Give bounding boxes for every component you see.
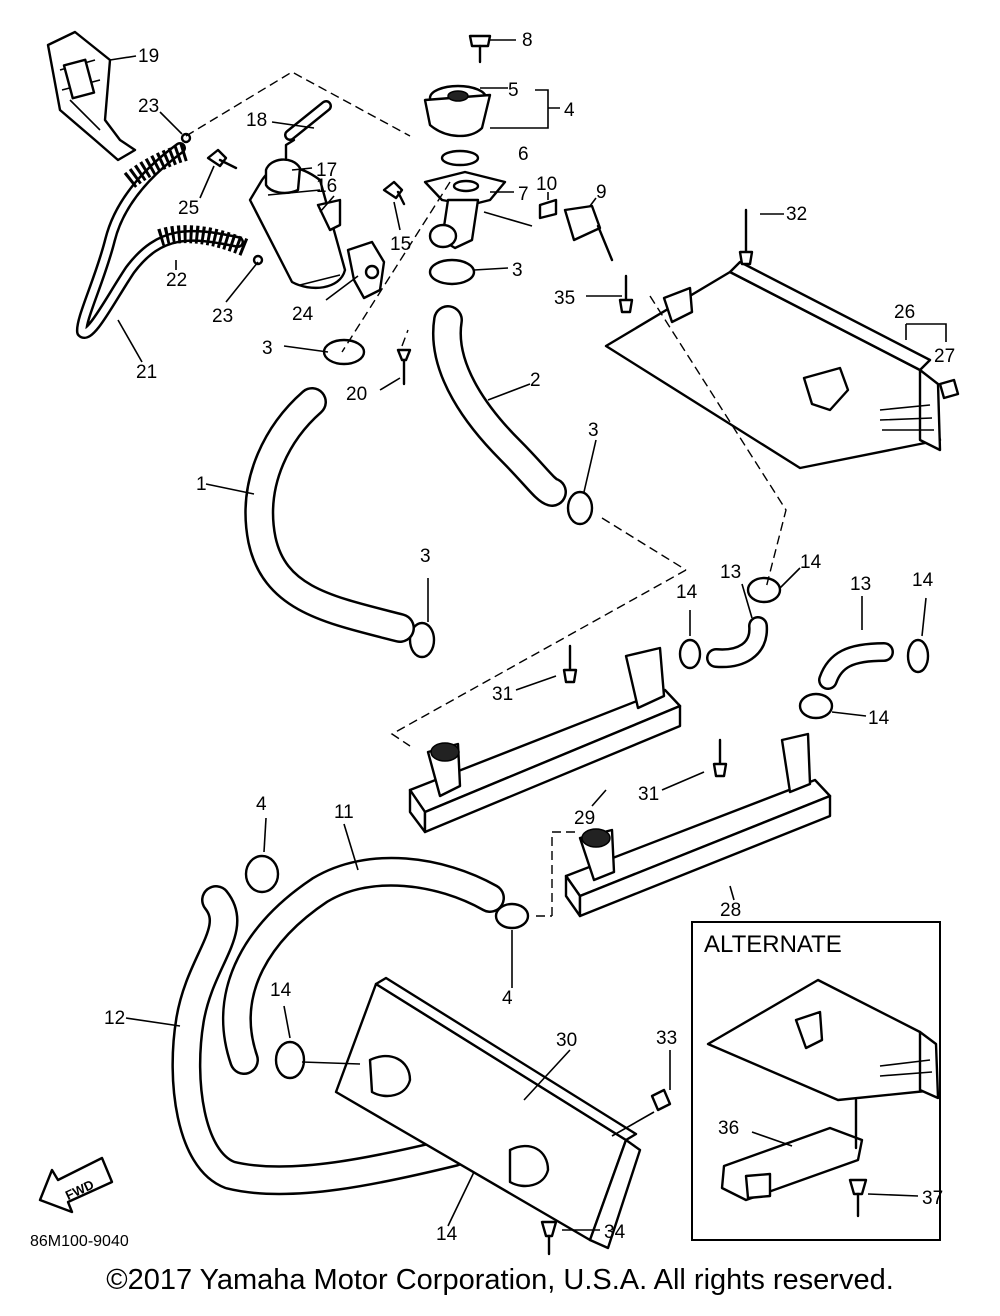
hose-clamp-part-4 bbox=[244, 854, 530, 930]
small-clip-part-23 bbox=[180, 132, 264, 266]
label-4-left: 4 bbox=[256, 794, 267, 815]
label-4-bottom: 4 bbox=[502, 988, 513, 1009]
bolt-part-15 bbox=[382, 180, 406, 206]
label-17: 17 bbox=[316, 160, 337, 181]
label-33: 33 bbox=[656, 1028, 677, 1049]
label-3-left: 3 bbox=[262, 338, 273, 359]
label-14-right: 14 bbox=[912, 570, 934, 591]
thermostat-cap-part-5 bbox=[423, 84, 492, 138]
label-21: 21 bbox=[136, 362, 157, 383]
label-30: 30 bbox=[556, 1030, 577, 1051]
temperature-sensor-part-9 bbox=[563, 204, 614, 262]
label-23-mid: 23 bbox=[212, 306, 233, 327]
label-4-top: 4 bbox=[564, 100, 575, 121]
rivet-part-20 bbox=[396, 348, 412, 386]
rivet-part-32 bbox=[738, 208, 754, 266]
cooler-plate-part-30 bbox=[334, 976, 642, 1250]
label-14-top: 14 bbox=[800, 552, 822, 573]
label-8: 8 bbox=[522, 30, 533, 51]
rivet-part-34 bbox=[540, 1220, 558, 1256]
coolant-hose-part-2 bbox=[431, 305, 567, 507]
label-3-mid: 3 bbox=[588, 420, 599, 441]
fwd-arrow-icon: FWD bbox=[38, 1156, 114, 1214]
thermostat-housing-part-7 bbox=[423, 170, 507, 250]
label-18: 18 bbox=[246, 110, 267, 131]
label-14-mid: 14 bbox=[868, 708, 890, 729]
label-36: 36 bbox=[718, 1118, 739, 1139]
bolt-part-33 bbox=[650, 1088, 672, 1112]
label-23-top: 23 bbox=[138, 96, 159, 117]
label-31-left: 31 bbox=[492, 684, 513, 705]
clamp-bracket-part-24 bbox=[346, 240, 386, 300]
copyright-notice: ©2017 Yamaha Motor Corporation, U.S.A. A… bbox=[106, 1264, 894, 1296]
hose-part-18 bbox=[284, 100, 332, 141]
label-31-right: 31 bbox=[638, 784, 659, 805]
bolt-part-8 bbox=[468, 34, 492, 64]
alternate-title: ALTERNATE bbox=[704, 931, 842, 958]
hose-clamp-part-14 bbox=[274, 576, 930, 1172]
label-22: 22 bbox=[166, 270, 187, 291]
label-14-bottom: 14 bbox=[436, 1224, 458, 1245]
label-27: 27 bbox=[934, 346, 955, 367]
o-ring-part-6 bbox=[440, 149, 480, 167]
bracket-plate-part-19 bbox=[46, 30, 137, 162]
label-14-lower: 14 bbox=[270, 980, 292, 1001]
label-13-left: 13 bbox=[720, 562, 741, 583]
label-11: 11 bbox=[334, 802, 354, 823]
label-7: 7 bbox=[518, 184, 529, 205]
label-5: 5 bbox=[508, 80, 519, 101]
reservoir-cap-part-17 bbox=[264, 138, 302, 195]
label-37: 37 bbox=[922, 1188, 943, 1209]
cooler-plate-part-26 bbox=[604, 260, 942, 470]
label-25: 25 bbox=[178, 198, 199, 219]
label-9: 9 bbox=[596, 182, 607, 203]
label-10: 10 bbox=[536, 174, 557, 195]
coolant-hose-part-1 bbox=[244, 387, 415, 643]
leader-lines bbox=[109, 39, 947, 1231]
label-19: 19 bbox=[138, 46, 159, 67]
label-14-left: 14 bbox=[676, 582, 698, 603]
connection-guide-lines bbox=[185, 71, 787, 917]
label-1: 1 bbox=[196, 474, 207, 495]
label-15: 15 bbox=[390, 234, 411, 255]
overflow-tube-part-21 bbox=[75, 142, 244, 340]
reservoir-tank-part-16 bbox=[248, 165, 347, 289]
label-20: 20 bbox=[346, 384, 367, 405]
label-32: 32 bbox=[786, 204, 807, 225]
label-28: 28 bbox=[720, 900, 741, 921]
bolt-part-27 bbox=[938, 378, 960, 400]
label-16: 16 bbox=[316, 176, 337, 197]
label-13-right: 13 bbox=[850, 574, 871, 595]
rivet-part-35 bbox=[618, 274, 634, 314]
alternate-box: ALTERNATE 36 37 bbox=[691, 921, 943, 1241]
label-26: 26 bbox=[894, 302, 915, 323]
breather-tube-part-22 bbox=[157, 225, 250, 257]
label-34: 34 bbox=[604, 1222, 626, 1243]
coolant-hose-part-12 bbox=[171, 885, 469, 1196]
label-35: 35 bbox=[554, 288, 575, 309]
diagram-code: 86M100-9040 bbox=[30, 1233, 129, 1250]
cooler-plate-part-28 bbox=[564, 732, 832, 918]
cooler-plate-part-29 bbox=[408, 646, 682, 834]
label-3-top: 3 bbox=[512, 260, 523, 281]
label-3-lower: 3 bbox=[420, 546, 431, 567]
callout-labels: 19 23 18 17 16 25 15 22 23 24 21 20 3 8 … bbox=[30, 30, 955, 1250]
label-24: 24 bbox=[292, 304, 314, 325]
coolant-hose-part-11 bbox=[221, 856, 505, 1075]
label-2: 2 bbox=[530, 370, 541, 391]
label-12: 12 bbox=[104, 1008, 125, 1029]
elbow-hose-part-13 bbox=[706, 616, 894, 690]
label-29: 29 bbox=[574, 808, 595, 829]
screw-part-25 bbox=[206, 148, 238, 170]
rivet-part-31 bbox=[562, 644, 728, 778]
label-6: 6 bbox=[518, 144, 529, 165]
washer-part-10 bbox=[538, 198, 558, 220]
